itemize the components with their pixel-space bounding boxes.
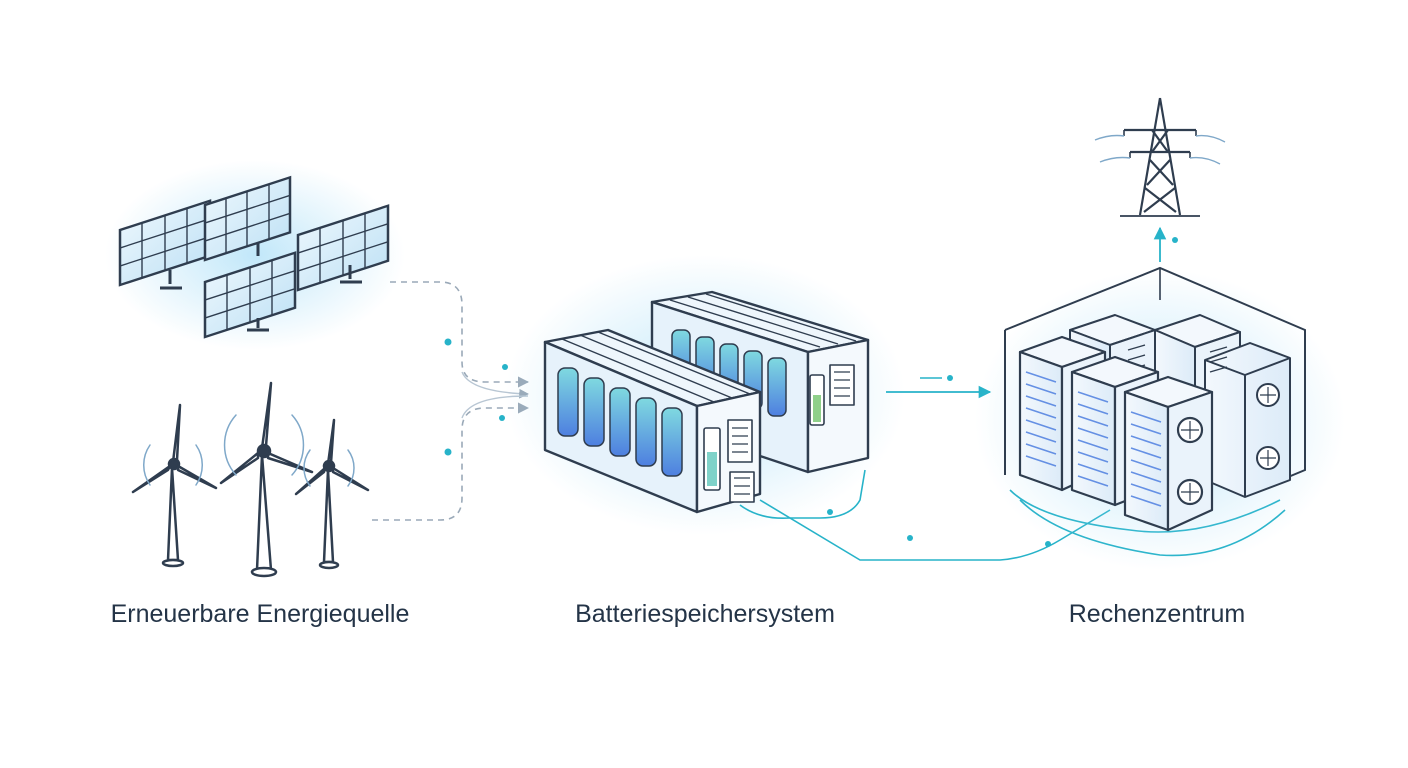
power-pylon-icon [1094, 97, 1226, 217]
server-rack-icon [975, 266, 1345, 570]
solar-panel-icon [105, 160, 405, 350]
flow-source-to-battery [372, 281, 530, 521]
flow-datacenter-to-grid [1153, 226, 1178, 262]
wind-turbine-icon [131, 381, 370, 578]
label-datacenter: Rechenzentrum [1068, 600, 1246, 628]
label-battery-system: Batteriespeichersystem [575, 600, 835, 628]
label-renewable-source: Erneuerbare Energiequelle [110, 600, 410, 628]
battery-container-icon [505, 255, 905, 535]
